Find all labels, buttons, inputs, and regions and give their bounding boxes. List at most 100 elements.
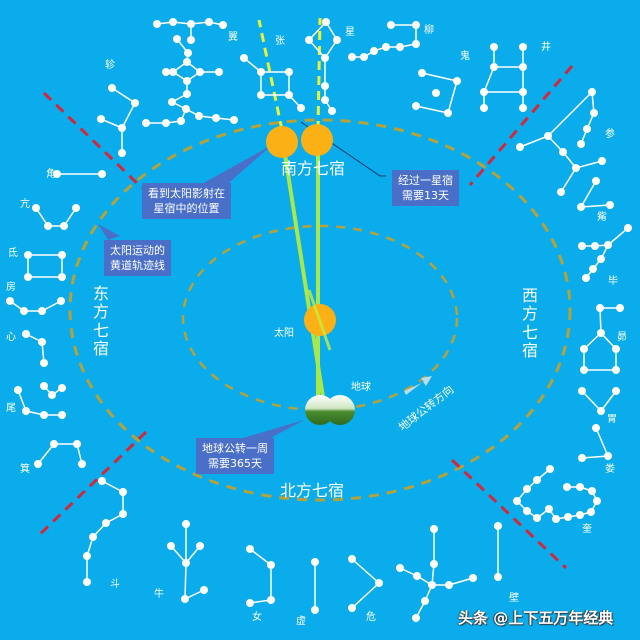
- divider-northwest: [42, 91, 144, 190]
- mansion-label: 奎: [582, 524, 592, 535]
- mansion-label: 箕: [20, 464, 30, 475]
- star-icon: [557, 188, 565, 196]
- constellation-0: [53, 170, 106, 178]
- star-icon: [14, 386, 22, 394]
- star-icon: [230, 116, 238, 124]
- watermark: 头条 @上下五万年经典: [458, 609, 614, 627]
- star-icon: [73, 440, 81, 448]
- star-icon: [577, 140, 585, 148]
- star-icon: [108, 84, 116, 92]
- star-icon: [469, 574, 477, 582]
- star-icon: [297, 104, 305, 112]
- star-icon: [445, 581, 453, 589]
- star-icon: [516, 143, 524, 151]
- star-icon: [58, 251, 66, 259]
- constellation-edge: [111, 87, 136, 104]
- star-icon: [606, 201, 614, 209]
- constellation-6: [34, 440, 86, 468]
- mansion-label: 心: [6, 332, 16, 343]
- star-icon: [34, 460, 42, 468]
- star-icon: [98, 170, 106, 178]
- star-icon: [167, 542, 175, 550]
- star-icon: [490, 43, 498, 51]
- star-icon: [494, 522, 502, 530]
- star-icon: [212, 114, 220, 122]
- star-icon: [596, 304, 604, 312]
- star-icon: [412, 21, 420, 29]
- star-icon: [118, 149, 126, 157]
- star-icon: [285, 68, 293, 76]
- star-icon: [285, 91, 293, 99]
- star-icon: [38, 307, 46, 315]
- constellation-edge: [415, 105, 449, 114]
- star-icon: [22, 330, 30, 338]
- star-icon: [119, 488, 127, 496]
- callout-one-mansion-line1: 经过一星宿: [398, 174, 453, 187]
- constellation-edge: [595, 427, 609, 457]
- star-icon: [195, 112, 203, 120]
- star-icon: [142, 119, 150, 127]
- star-icon: [131, 99, 139, 107]
- constellation-edge: [421, 72, 458, 82]
- region-label-south: 南方七宿: [281, 159, 346, 178]
- star-icon: [490, 63, 498, 71]
- constellation-edge: [448, 577, 474, 586]
- constellation-7: [83, 477, 127, 586]
- mansion-label: 虚: [296, 616, 306, 627]
- star-icon: [53, 170, 61, 178]
- star-icon: [591, 242, 599, 250]
- star-icon: [333, 36, 341, 44]
- star-icon: [60, 222, 68, 230]
- callout-pointer-sun-projection: [200, 145, 272, 195]
- mansion-label: 牛: [154, 589, 164, 600]
- star-icon: [22, 407, 30, 415]
- star-icon: [24, 251, 32, 259]
- star-icon: [48, 391, 56, 399]
- constellation-edge: [121, 102, 136, 129]
- star-icon: [169, 18, 177, 26]
- constellation-21: [480, 43, 527, 112]
- divider-southeast: [450, 458, 568, 570]
- constellation-11: [348, 555, 383, 612]
- mansion-label: 斗: [110, 579, 120, 590]
- constellation-5: [14, 382, 66, 419]
- star-icon: [533, 514, 541, 522]
- star-icon: [83, 578, 91, 586]
- star-icon: [78, 460, 86, 468]
- constellation-edge: [575, 160, 603, 169]
- mansion-label: 星: [345, 27, 355, 38]
- callout-one-mansion-line2: 需要13天: [402, 189, 449, 202]
- star-icon: [578, 387, 586, 395]
- constellation-14: [513, 465, 601, 523]
- constellation-24: [305, 18, 341, 115]
- region-label-east: 东方七宿: [92, 284, 109, 359]
- star-icon: [412, 102, 420, 110]
- star-icon: [184, 49, 192, 57]
- star-icon: [6, 297, 14, 305]
- star-icon: [348, 53, 356, 61]
- constellation-4: [22, 330, 48, 367]
- star-icon: [604, 452, 612, 460]
- constellation-edge: [581, 390, 602, 412]
- constellation-edge: [447, 80, 458, 114]
- constellation-1: [32, 204, 80, 230]
- star-icon: [413, 572, 421, 580]
- mansion-label: 柳: [424, 25, 434, 36]
- star-icon: [375, 579, 383, 587]
- star-icon: [382, 43, 390, 51]
- sight-extension-left: [257, 19, 284, 131]
- star-icon: [578, 242, 586, 250]
- star-icon: [119, 510, 127, 518]
- star-icon: [58, 384, 66, 392]
- star-icon: [428, 581, 436, 589]
- constellation-2: [24, 251, 66, 281]
- constellation-22: [412, 69, 461, 117]
- orbit-direction-arrow-icon: [404, 376, 432, 395]
- constellation-edge: [249, 548, 272, 566]
- star-icon: [588, 487, 596, 495]
- star-icon: [513, 497, 521, 505]
- star-icon: [328, 107, 336, 115]
- mansion-label: 女: [252, 612, 262, 623]
- star-icon: [494, 573, 502, 581]
